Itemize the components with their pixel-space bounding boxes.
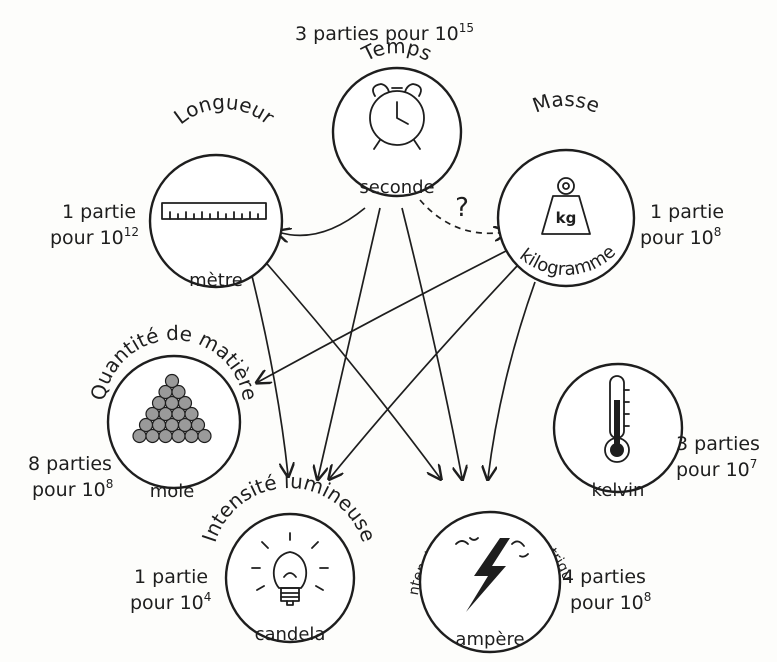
sphere <box>171 384 186 400</box>
molecule-pyramid-icon <box>132 373 212 444</box>
courant-quantity-label: Intensité du courant électrique <box>0 0 575 596</box>
arrow-metre-to-candela <box>249 267 288 475</box>
longueur-node: Longueur mètre 1 partie pour 1012 <box>50 90 284 291</box>
arrow-metre-to-ampere <box>261 257 440 478</box>
arrow-seconde-to-candela <box>318 207 381 478</box>
thermometer-icon <box>604 375 630 463</box>
arrow-seconde-to-ampere <box>401 207 462 478</box>
sphere <box>197 428 212 444</box>
arrow-seconde-to-metre <box>278 207 366 235</box>
weight-icon: kg <box>541 177 591 235</box>
longueur-precision-line2: pour 1012 <box>50 225 139 249</box>
sphere <box>177 395 193 411</box>
candela-unit-label: candela <box>255 624 326 645</box>
temperature-node: kelvin 3 parties pour 107 <box>552 362 760 501</box>
arrow-kilogramme-to-ampere <box>488 281 536 478</box>
matiere-precision-line1: 8 parties <box>28 453 112 475</box>
alarm-clock-icon <box>369 83 425 150</box>
temperature-precision-line2: pour 107 <box>676 457 757 481</box>
seconde-unit-label: seconde <box>359 177 434 198</box>
masse-precision-line2: pour 108 <box>640 225 721 249</box>
sphere <box>184 406 199 422</box>
mole-unit-label: mole <box>150 481 195 502</box>
masse-circle <box>496 148 636 288</box>
sphere <box>190 417 206 433</box>
temps-precision: 3 parties pour 1015 <box>295 21 474 45</box>
dependency-arrows <box>249 199 536 478</box>
longueur-quantity-label: Longueur <box>169 90 279 130</box>
matiere-precision-line2: pour 108 <box>32 477 113 501</box>
longueur-precision-line1: 1 partie <box>62 201 136 223</box>
lumineuse-circle <box>224 512 356 644</box>
arrow-kilogramme-to-mole <box>258 249 509 382</box>
masse-precision-line1: 1 partie <box>650 201 724 223</box>
question-mark: ? <box>455 193 469 223</box>
masse-quantity-label: Masse <box>529 87 603 118</box>
courant-precision-line2: pour 108 <box>570 590 651 614</box>
lightning-bolt-icon <box>455 537 529 612</box>
svg-text:kg: kg <box>556 209 577 227</box>
sphere <box>164 373 180 389</box>
arrow-kilogramme-to-candela <box>330 264 519 478</box>
ampere-unit-label: ampère <box>455 629 524 650</box>
matiere-node: Quantité de matière mole 8 parties pour … <box>28 321 262 502</box>
ruler-icon <box>161 202 267 220</box>
masse-node: Masse kg kilogramme 1 partie pour 108 <box>496 87 724 288</box>
temps-node: 3 parties pour 1015 Temps seconde <box>295 21 474 198</box>
temps-circle <box>331 66 463 198</box>
kelvin-unit-label: kelvin <box>592 480 645 501</box>
lumineuse-precision-line2: pour 104 <box>130 590 211 614</box>
courant-precision-line1: 4 parties <box>562 566 646 588</box>
temperature-precision-line1: 3 parties <box>676 433 760 455</box>
metre-unit-label: mètre <box>189 270 243 291</box>
longueur-circle <box>148 153 284 289</box>
light-bulb-icon <box>251 532 329 606</box>
lumineuse-precision-line1: 1 partie <box>134 566 208 588</box>
arrow-seconde-to-kilogramme <box>419 199 506 233</box>
